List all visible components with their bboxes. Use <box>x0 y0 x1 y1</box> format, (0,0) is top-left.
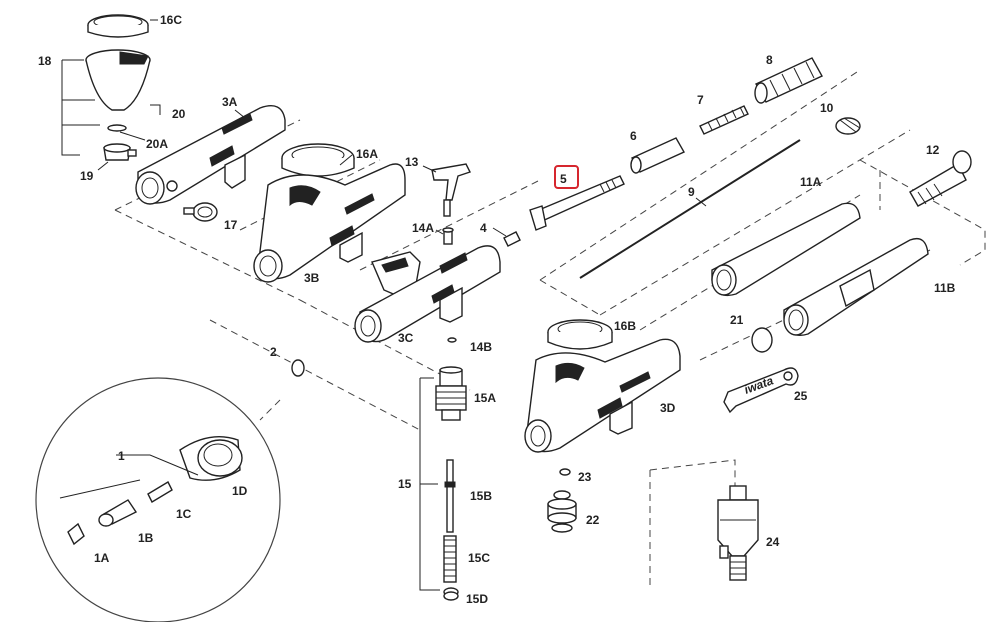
label-7: 7 <box>697 93 704 107</box>
label-5: 5 <box>560 172 567 186</box>
label-22: 22 <box>586 513 600 527</box>
label-18: 18 <box>38 54 52 68</box>
part-10 <box>835 117 861 135</box>
body-3A <box>135 105 286 205</box>
label-21: 21 <box>730 313 744 327</box>
valve-assembly-15 <box>419 337 467 601</box>
o-ring-23 <box>559 468 571 476</box>
part-8 <box>754 57 823 104</box>
label-15C: 15C <box>468 551 490 565</box>
label-6: 6 <box>630 129 637 143</box>
label-17: 17 <box>224 218 238 232</box>
needle-9 <box>579 139 801 279</box>
part-12 <box>909 150 972 207</box>
label-10: 10 <box>820 101 834 115</box>
label-15A: 15A <box>474 391 496 405</box>
label-3D: 3D <box>660 401 676 415</box>
trigger-13 <box>431 163 471 245</box>
o-ring-21 <box>751 327 773 353</box>
part-5-chuck-guide <box>529 175 625 231</box>
body-3D <box>524 319 681 453</box>
label-3C: 3C <box>398 331 414 345</box>
label-15: 15 <box>398 477 412 491</box>
label-15B: 15B <box>470 489 492 503</box>
highlight-box-part-5 <box>554 165 579 189</box>
label-19: 19 <box>80 169 94 183</box>
assembly-guide-lines <box>114 69 986 590</box>
label-3A: 3A <box>222 95 238 109</box>
label-1D: 1D <box>232 484 248 498</box>
handle-11B <box>783 237 929 336</box>
label-12: 12 <box>926 143 940 157</box>
label-20A: 20A <box>146 137 168 151</box>
label-9: 9 <box>688 185 695 199</box>
part-22 <box>547 490 577 533</box>
o-ring-2 <box>291 359 305 377</box>
part-24 <box>717 485 759 581</box>
label-16C: 16C <box>160 13 182 27</box>
nozzle-inset <box>35 377 281 623</box>
label-16B: 16B <box>614 319 636 333</box>
handle-11A <box>711 202 861 297</box>
label-14A: 14A <box>412 221 434 235</box>
label-1A: 1A <box>94 551 110 565</box>
label-13: 13 <box>405 155 419 169</box>
body-3C <box>354 245 501 343</box>
label-8: 8 <box>766 53 773 67</box>
body-3B <box>253 143 406 283</box>
wrench-25: iwata <box>723 367 799 414</box>
label-11B: 11B <box>934 281 956 295</box>
label-14B: 14B <box>470 340 492 354</box>
label-20: 20 <box>172 107 186 121</box>
label-1: 1 <box>118 449 125 463</box>
label-11A: 11A <box>800 175 822 189</box>
label-16A: 16A <box>356 147 378 161</box>
part-6 <box>630 137 685 174</box>
label-1B: 1B <box>138 531 154 545</box>
label-24: 24 <box>766 535 780 549</box>
label-23: 23 <box>578 470 592 484</box>
part-4 <box>503 231 521 247</box>
spring-7 <box>699 105 749 135</box>
label-3B: 3B <box>304 271 320 285</box>
label-4: 4 <box>480 221 487 235</box>
cup-assembly-top-left <box>61 14 161 171</box>
label-25: 25 <box>794 389 808 403</box>
knob-17 <box>183 202 218 222</box>
label-2: 2 <box>270 345 277 359</box>
label-1C: 1C <box>176 507 192 521</box>
label-15D: 15D <box>466 592 488 606</box>
